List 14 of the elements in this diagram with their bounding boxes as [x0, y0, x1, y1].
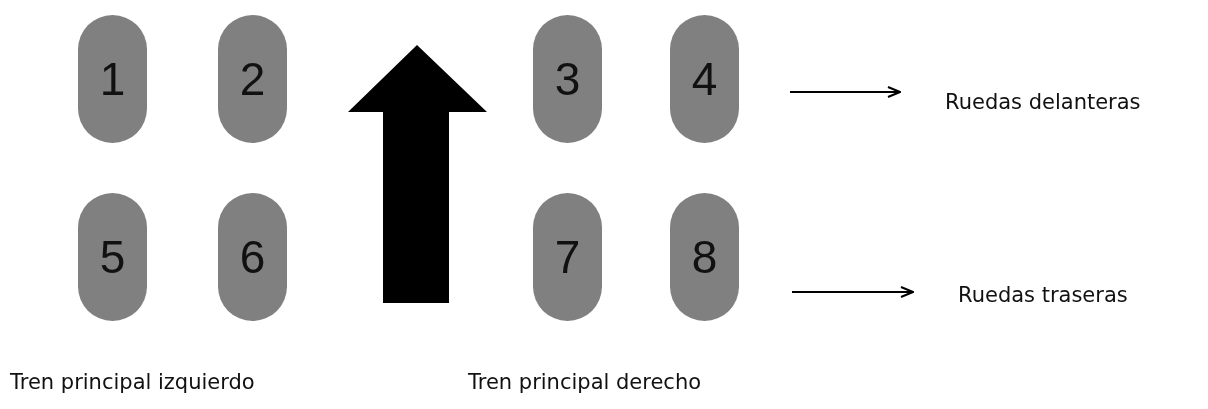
group-label: Tren principal izquierdo	[10, 370, 255, 394]
group-label: Tren principal derecho	[468, 370, 702, 394]
wheel-number: 2	[239, 52, 266, 106]
wheel-number: 1	[99, 52, 126, 106]
wheel-number: 5	[99, 230, 126, 284]
wheel-number: 4	[691, 52, 718, 106]
wheel-number: 6	[239, 230, 266, 284]
row-label: Ruedas delanteras	[945, 90, 1141, 114]
arrow	[791, 286, 914, 298]
wheel-number: 3	[554, 52, 581, 106]
row-label: Ruedas traseras	[958, 283, 1128, 307]
arrow	[789, 86, 901, 98]
wheel-number: 8	[691, 230, 718, 284]
wheel-number: 7	[554, 230, 581, 284]
